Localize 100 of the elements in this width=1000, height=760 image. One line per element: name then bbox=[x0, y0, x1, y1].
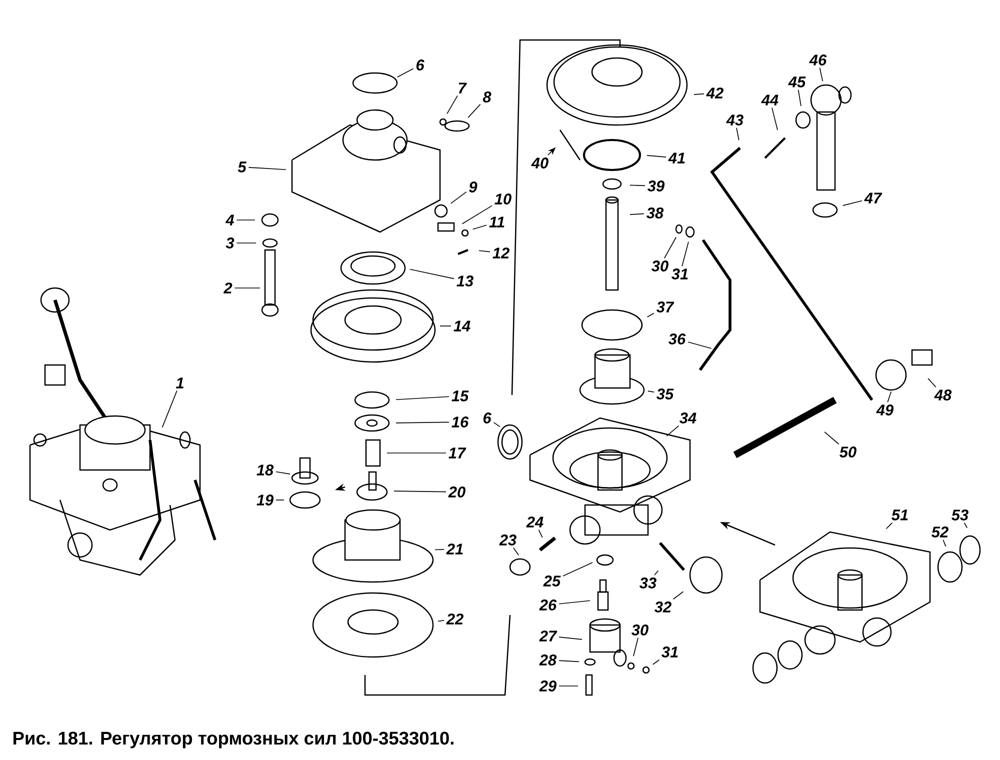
callout-number: 52 bbox=[932, 526, 948, 538]
figure-caption: Рис. 181. Регулятор тормозных сил 100-3533010. bbox=[14, 732, 454, 748]
leader-line bbox=[558, 636, 582, 640]
leader-line bbox=[772, 107, 778, 131]
callout-number: 14 bbox=[454, 320, 470, 332]
leader-line bbox=[666, 425, 680, 437]
leader-line bbox=[688, 342, 712, 349]
leader-line bbox=[396, 396, 450, 400]
callout-number: 36 bbox=[668, 334, 686, 344]
callout-number: 6 bbox=[483, 412, 492, 424]
callout-number: 3 bbox=[226, 238, 234, 248]
callout-number: 17 bbox=[448, 448, 466, 458]
callout-number: 49 bbox=[876, 404, 894, 416]
callout-number: 37 bbox=[656, 302, 674, 312]
callout-number: 7 bbox=[458, 82, 467, 94]
callout-number: 21 bbox=[446, 544, 463, 554]
leader-line bbox=[478, 250, 490, 252]
leader-line bbox=[654, 570, 659, 576]
leader-line bbox=[558, 660, 580, 662]
callout-number: 44 bbox=[761, 94, 778, 106]
callout-number: 31 bbox=[672, 268, 688, 280]
callout-number: 19 bbox=[256, 494, 274, 506]
leader-line bbox=[886, 522, 893, 530]
callout-number: 26 bbox=[539, 600, 557, 610]
callout-number: 13 bbox=[456, 276, 474, 286]
callout-number: 24 bbox=[526, 516, 544, 528]
leader-line bbox=[162, 390, 178, 428]
leader-line bbox=[672, 591, 684, 600]
callout-number: 34 bbox=[680, 412, 696, 424]
leader-line bbox=[630, 213, 644, 216]
leader-line bbox=[694, 93, 704, 95]
leader-line bbox=[434, 549, 444, 550]
callout-number: 45 bbox=[788, 76, 806, 88]
leader-line bbox=[558, 600, 590, 604]
callout-number: 9 bbox=[469, 182, 478, 192]
leader-line bbox=[928, 378, 936, 388]
callout-number: 40 bbox=[531, 158, 548, 168]
callout-number: 42 bbox=[706, 88, 724, 98]
callout-number: 10 bbox=[494, 194, 512, 204]
leader-line bbox=[409, 268, 454, 280]
callout-number: 39 bbox=[648, 180, 665, 192]
leader-line bbox=[236, 242, 256, 244]
callout-number: 50 bbox=[840, 446, 856, 458]
callout-number: 48 bbox=[934, 390, 952, 400]
callout-number: 38 bbox=[646, 208, 664, 218]
leader-line bbox=[633, 637, 638, 657]
leader-line bbox=[394, 490, 446, 492]
callout-number: 30 bbox=[632, 624, 648, 636]
leader-line bbox=[736, 127, 740, 141]
leader-line bbox=[248, 166, 286, 170]
callout-number: 47 bbox=[864, 192, 882, 204]
leader-line bbox=[396, 68, 414, 78]
callout-number: 46 bbox=[809, 54, 827, 66]
leader-line bbox=[386, 452, 446, 454]
callout-number: 6 bbox=[416, 60, 424, 70]
callout-number: 22 bbox=[446, 614, 464, 624]
callout-number: 16 bbox=[452, 416, 469, 428]
callout-number: 20 bbox=[448, 486, 466, 498]
callout-number: 23 bbox=[499, 534, 516, 546]
callout-number: 31 bbox=[662, 646, 678, 658]
leader-line bbox=[648, 390, 654, 393]
callout-number: 2 bbox=[223, 282, 232, 294]
leader-line bbox=[682, 241, 689, 267]
callout-number: 35 bbox=[656, 388, 674, 400]
callout-number: 29 bbox=[539, 680, 557, 692]
leader-line bbox=[842, 200, 862, 206]
leader-line bbox=[646, 155, 666, 158]
callout-number: 1 bbox=[176, 378, 184, 388]
callout-number: 28 bbox=[539, 654, 557, 666]
leader-line bbox=[664, 236, 676, 259]
callout-number: 53 bbox=[952, 510, 968, 520]
leader-line bbox=[450, 192, 467, 204]
callout-number: 4 bbox=[225, 214, 234, 226]
leader-line bbox=[562, 562, 593, 576]
leader-line bbox=[798, 89, 802, 106]
callout-number: 33 bbox=[640, 578, 656, 588]
leader-line bbox=[438, 620, 444, 622]
leader-line bbox=[396, 422, 450, 424]
callout-number: 51 bbox=[892, 510, 908, 520]
leader-line bbox=[468, 104, 481, 118]
callout-number: 30 bbox=[652, 260, 668, 272]
callout-number: 5 bbox=[238, 162, 246, 172]
callout-number: 12 bbox=[492, 248, 510, 258]
leader-line bbox=[276, 471, 290, 474]
callout-number: 27 bbox=[539, 630, 558, 642]
leader-line bbox=[887, 391, 892, 403]
leader-line bbox=[646, 312, 654, 318]
callout-number: 41 bbox=[668, 152, 685, 164]
callout-number: 43 bbox=[726, 114, 744, 126]
leader-line bbox=[462, 205, 492, 224]
callout-number: 15 bbox=[452, 390, 469, 402]
leader-line bbox=[538, 529, 543, 538]
callout-number: 25 bbox=[543, 576, 561, 586]
callout-number: 11 bbox=[489, 216, 504, 228]
callout-number: 32 bbox=[654, 602, 672, 612]
leader-line bbox=[964, 522, 968, 528]
leader-line bbox=[472, 224, 488, 230]
callout-number: 8 bbox=[482, 92, 492, 102]
leader-line bbox=[819, 67, 824, 82]
leader-line bbox=[942, 539, 946, 547]
